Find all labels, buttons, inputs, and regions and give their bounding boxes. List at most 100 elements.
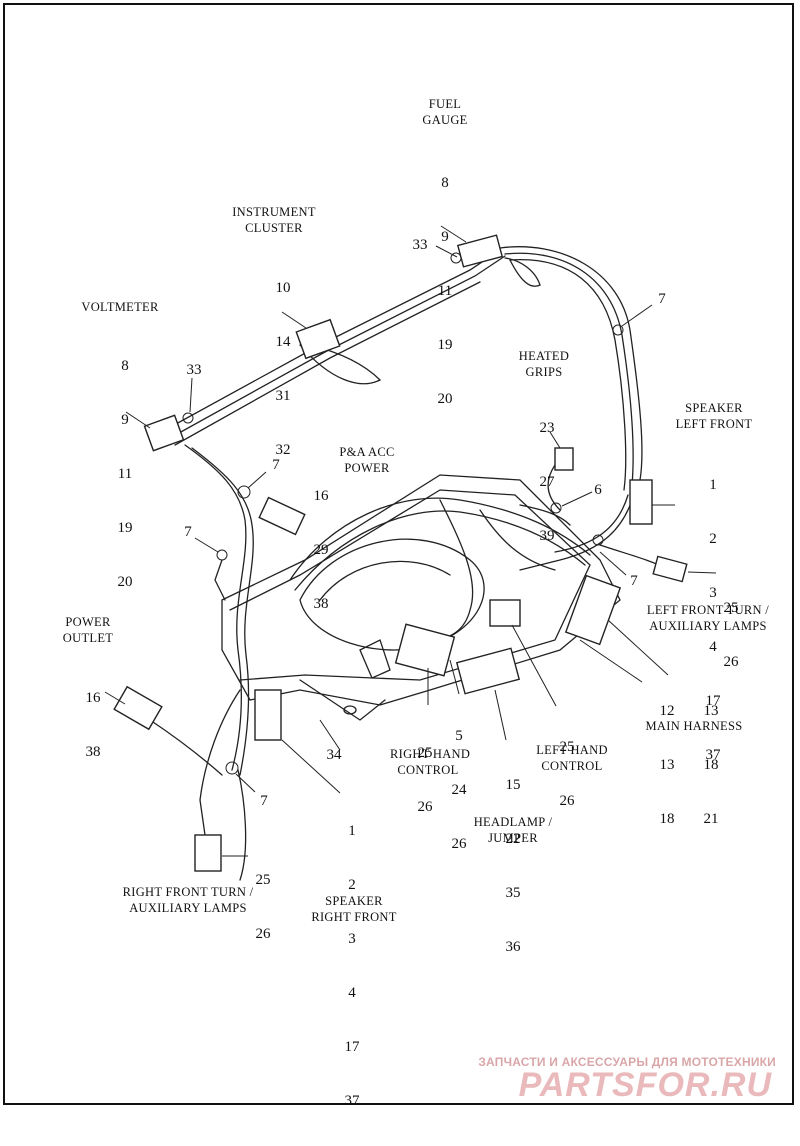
callout-7-top-right: 7 <box>658 291 666 307</box>
left-front-turn-label: LEFT FRONT TURN / AUXILIARY LAMPS <box>646 603 770 633</box>
clip-icon <box>592 534 604 546</box>
main-harness-numbers-a: 12 13 18 <box>652 666 682 846</box>
speaker-left-front-numbers: 1 2 3 4 17 37 <box>698 440 728 782</box>
part-number: 12 <box>659 703 675 719</box>
headlamp-jumper-connector <box>455 647 521 695</box>
callout-34: 34 <box>326 747 342 763</box>
diagram-frame <box>3 3 794 1105</box>
speaker-right-connector <box>254 689 282 741</box>
part-number: 20 <box>117 574 133 590</box>
left-harness-run <box>184 444 247 771</box>
part-number: 37 <box>705 747 721 763</box>
part-number: 9 <box>121 412 129 428</box>
part-number: 19 <box>117 520 133 536</box>
part-number: 4 <box>709 639 717 655</box>
part-number: 25 <box>417 745 433 761</box>
part-number: 13 <box>703 703 719 719</box>
headlamp-jumper-numbers: 15 22 35 36 <box>498 740 528 974</box>
part-number: 23 <box>539 420 555 436</box>
part-number: 9 <box>441 229 449 245</box>
part-number: 18 <box>659 811 675 827</box>
left-hand-control-label: LEFT HAND CONTROL <box>536 743 608 773</box>
part-number: 27 <box>539 474 555 490</box>
callout-7-left: 7 <box>184 524 192 540</box>
part-number: 16 <box>85 690 101 706</box>
main-harness-label: MAIN HARNESS <box>645 719 743 733</box>
heated-grips-label: HEATED GRIPS <box>518 349 570 379</box>
clip-icon <box>182 412 194 424</box>
center-group-numbers: 5 24 26 <box>444 691 474 871</box>
part-number: 16 <box>313 488 329 504</box>
part-number: 38 <box>313 596 329 612</box>
part-number: 39 <box>539 528 555 544</box>
fuel-gauge-label: FUEL GAUGE <box>422 97 468 127</box>
callout-7-right: 7 <box>630 573 638 589</box>
fuel-gauge-numbers: 8 9 11 19 20 <box>430 138 460 426</box>
part-number: 24 <box>451 782 467 798</box>
part-number: 26 <box>451 836 467 852</box>
part-number: 18 <box>703 757 719 773</box>
part-number: 32 <box>275 442 291 458</box>
heated-grips-connector <box>554 447 574 471</box>
part-number: 29 <box>313 542 329 558</box>
part-number: 38 <box>85 744 101 760</box>
right-front-turn-connector <box>194 834 222 872</box>
part-number: 36 <box>505 939 521 955</box>
part-number: 15 <box>505 777 521 793</box>
part-number: 35 <box>505 885 521 901</box>
right-hand-control-label: RIGHT HAND CONTROL <box>390 747 471 777</box>
part-number: 21 <box>703 811 719 827</box>
part-number: 22 <box>505 831 521 847</box>
clip-icon <box>237 485 251 499</box>
left-front-turn-connector <box>652 555 688 583</box>
instrument-cluster-numbers: 10 14 31 32 <box>268 243 298 477</box>
part-number: 8 <box>441 175 449 191</box>
callout-6: 6 <box>594 482 602 498</box>
callout-7-mid-left: 7 <box>272 457 280 473</box>
speaker-left-connector <box>629 479 653 525</box>
left-hand-control-numbers: 25 26 <box>552 702 582 828</box>
part-number: 4 <box>348 985 356 1001</box>
right-hand-control-numbers: 25 26 <box>410 708 440 834</box>
voltmeter-numbers: 8 9 11 19 20 <box>110 321 140 609</box>
main-harness-connector <box>564 574 622 646</box>
callout-7-bottom: 7 <box>260 793 268 809</box>
clip-icon <box>216 549 228 561</box>
part-number: 20 <box>437 391 453 407</box>
speaker-right-front-numbers: 1 2 3 4 17 37 <box>337 786 367 1128</box>
clip-icon <box>450 252 462 264</box>
callout-33-top: 33 <box>412 237 428 253</box>
part-number: 10 <box>275 280 291 296</box>
heated-grips-numbers: 23 27 39 <box>532 383 562 563</box>
left-front-turn-numbers: 25 26 <box>716 563 746 689</box>
power-outlet-label: POWER OUTLET <box>62 615 114 645</box>
callout-33-left: 33 <box>186 362 202 378</box>
part-number: 3 <box>709 585 717 601</box>
part-number: 37 <box>344 1093 360 1109</box>
part-number: 3 <box>348 931 356 947</box>
part-number: 8 <box>121 358 129 374</box>
pa-acc-power-numbers: 16 29 38 <box>306 451 336 631</box>
speaker-left-front-label: SPEAKER LEFT FRONT <box>675 401 753 431</box>
instrument-cluster-connector <box>295 318 341 360</box>
part-number: 17 <box>705 693 721 709</box>
part-number: 25 <box>723 600 739 616</box>
part-number: 13 <box>659 757 675 773</box>
part-number: 1 <box>348 823 356 839</box>
part-number: 26 <box>255 926 271 942</box>
voltmeter-label: VOLTMETER <box>81 300 159 314</box>
part-number: 11 <box>437 283 453 299</box>
power-outlet-numbers: 16 38 <box>78 653 108 779</box>
clip-icon <box>550 502 562 514</box>
voltmeter-connector <box>143 414 185 452</box>
part-number: 2 <box>709 531 717 547</box>
part-number: 26 <box>417 799 433 815</box>
left-hand-control-connector <box>489 599 521 627</box>
pa-acc-power-connector <box>258 496 306 536</box>
instrument-cluster-label: INSTRUMENT CLUSTER <box>232 205 316 235</box>
right-front-turn-numbers: 25 26 <box>248 835 278 961</box>
part-number: 14 <box>275 334 291 350</box>
watermark-logo: PARTSFOR.RU <box>518 1066 772 1104</box>
watermark-tagline: ЗАПЧАСТИ И АКСЕССУАРЫ ДЛЯ МОТОТЕХНИКИ <box>478 1055 776 1069</box>
